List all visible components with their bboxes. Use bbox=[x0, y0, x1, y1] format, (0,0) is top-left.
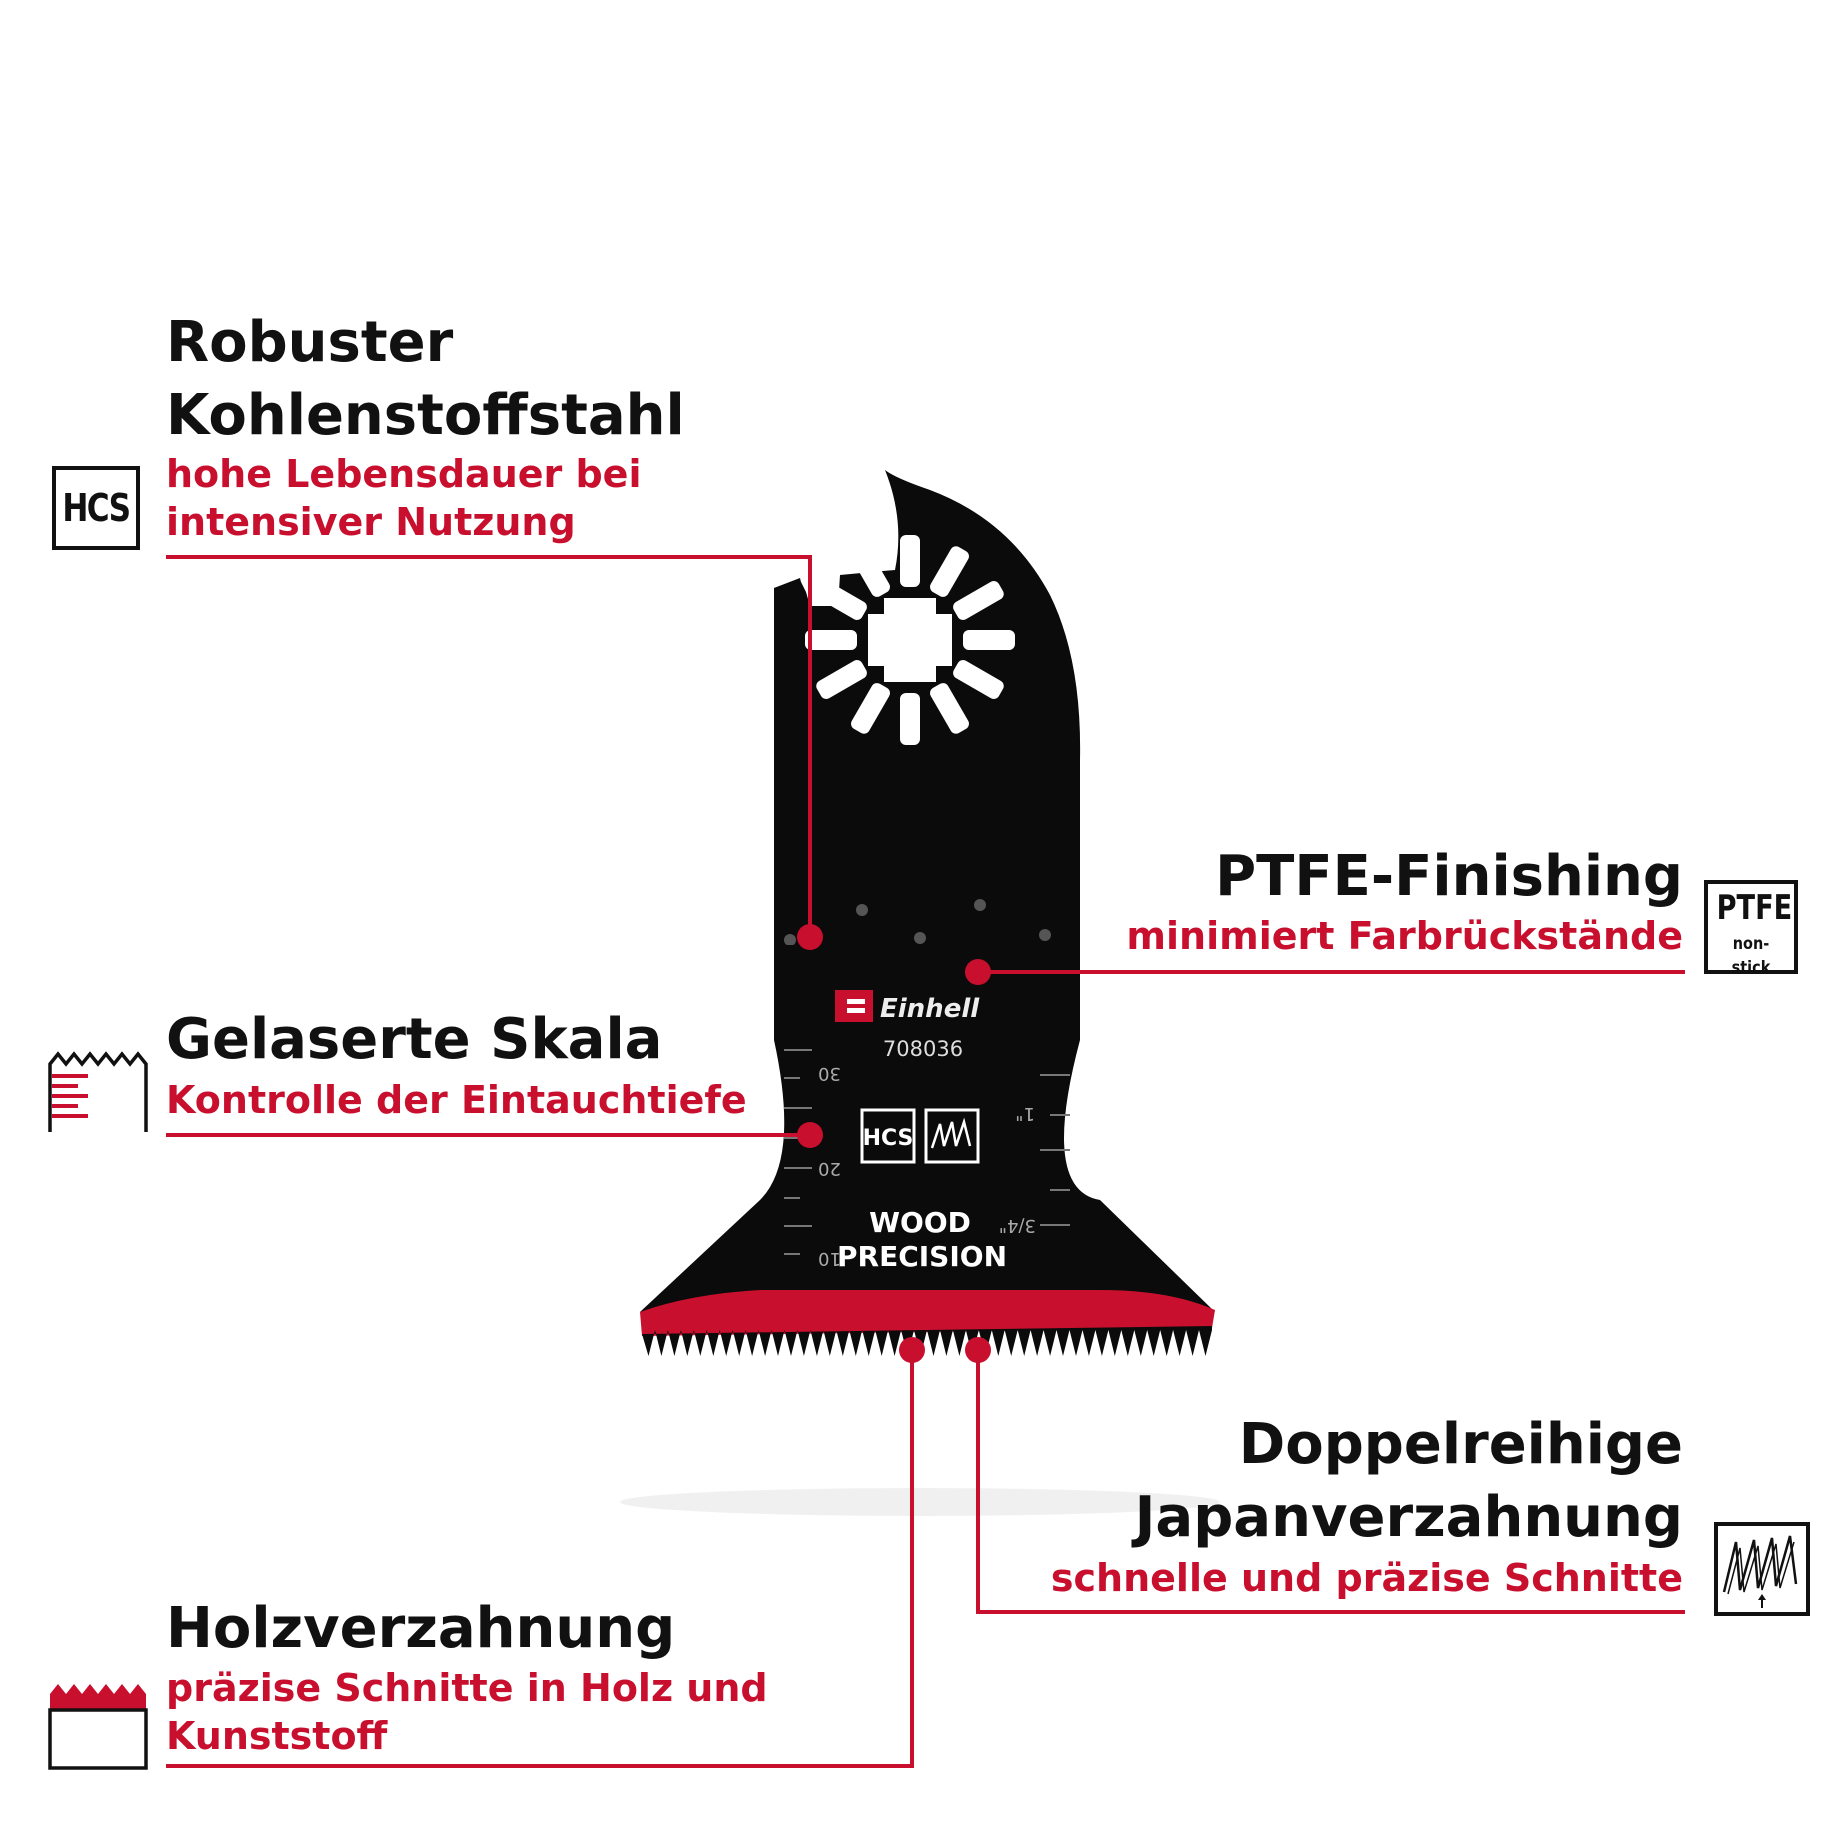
blade-label-precision: PRECISION bbox=[837, 1240, 1007, 1273]
scale-label-1in: 1" bbox=[1015, 1103, 1035, 1124]
blade-hcs-badge-label: HCS bbox=[863, 1126, 914, 1151]
rivets bbox=[784, 899, 1051, 946]
ptfe-icon-label: PTFE bbox=[1716, 888, 1793, 928]
leader-dots bbox=[797, 924, 991, 1363]
callout-ptfe-sub: minimiert Farbrückstände bbox=[1126, 914, 1683, 958]
blade-teeth-badge-glyph bbox=[930, 1117, 972, 1149]
depth-scale-left bbox=[784, 1049, 812, 1255]
japan-teeth-icon bbox=[1714, 1522, 1810, 1616]
blade-tooth-band bbox=[640, 1290, 1215, 1336]
leader-japan bbox=[976, 1350, 1685, 1614]
callout-scale-sub: Kontrolle der Eintauchtiefe bbox=[166, 1078, 747, 1122]
blade-teeth-badge bbox=[924, 1108, 980, 1164]
brand-logo-mark bbox=[835, 990, 873, 1022]
callout-wood-sub-line1: präzise Schnitte in Holz und bbox=[166, 1666, 768, 1710]
callout-scale-title: Gelaserte Skala bbox=[166, 1007, 663, 1072]
callout-hcs-sub-line1: hohe Lebensdauer bei bbox=[166, 452, 642, 496]
hcs-icon-label: HCS bbox=[62, 486, 131, 530]
callout-ptfe-title: PTFE-Finishing bbox=[1215, 844, 1683, 909]
callout-japan-title-line1: Doppelreihige bbox=[1238, 1412, 1683, 1477]
callout-hcs-title-line2: Kohlenstoffstahl bbox=[166, 383, 685, 448]
depth-scale-right bbox=[1040, 1074, 1070, 1226]
leader-hcs bbox=[166, 555, 812, 935]
callout-hcs-title-line1: Robuster bbox=[166, 310, 454, 375]
wood-teeth-icon bbox=[48, 1684, 148, 1770]
scale-label-10: 10 bbox=[818, 1248, 841, 1269]
article-number: 708036 bbox=[883, 1037, 963, 1061]
blade-teeth bbox=[642, 1326, 1212, 1356]
blade-hcs-badge bbox=[860, 1108, 916, 1164]
scale-label-3-4in: 3/4" bbox=[999, 1215, 1036, 1236]
callout-japan-title-line2: Japanverzahnung bbox=[1134, 1485, 1683, 1550]
callout-wood-sub-line2: Kunststoff bbox=[166, 1714, 388, 1758]
callout-japan-sub: schnelle und präzise Schnitte bbox=[1050, 1556, 1683, 1600]
blade-label-wood: WOOD bbox=[869, 1206, 971, 1239]
hcs-icon: HCS bbox=[52, 466, 140, 550]
blade-mount-plate bbox=[774, 470, 1081, 945]
brand-logo-text: Einhell bbox=[880, 994, 980, 1024]
scale-label-30: 30 bbox=[818, 1063, 841, 1084]
mount-opening bbox=[805, 535, 1015, 745]
ptfe-icon-sublabel: non-stick bbox=[1731, 934, 1771, 978]
callout-hcs-sub-line2: intensiver Nutzung bbox=[166, 500, 576, 544]
scale-label-20: 20 bbox=[818, 1158, 841, 1179]
ptfe-nonstick-icon: PTFE non-stick bbox=[1704, 880, 1798, 978]
depth-scale-icon bbox=[48, 1051, 148, 1132]
callout-wood-title: Holzverzahnung bbox=[166, 1596, 676, 1661]
leader-lines bbox=[166, 555, 1685, 1768]
leader-wood bbox=[166, 1350, 914, 1768]
